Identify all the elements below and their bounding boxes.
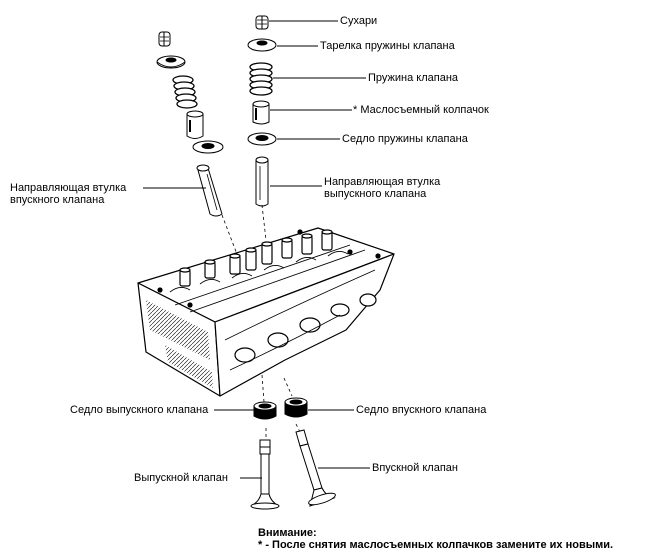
label-exhaust-valve: Выпускной клапан [134,472,228,484]
label-intake-valve: Впускной клапан [372,462,458,474]
label-intake-guide-1: Направляющая втулка [10,182,127,194]
label-spring-seat: Седло пружины клапана [342,133,468,145]
label-valve-seal: * Маслосъемный колпачок [353,104,489,116]
label-exhaust-guide-1: Направляющая втулка [324,176,441,188]
exhaust-valve [250,439,280,510]
label-keepers: Сухари [340,15,378,27]
cylinder-head [137,227,395,397]
leader-lines [143,20,370,479]
intake-valve-spring [172,75,198,109]
exhaust-valve-seal [252,100,270,125]
label-exhaust-guide-2: выпускного клапана [324,188,427,200]
exhaust-spring-retainer [247,38,277,52]
intake-valve [295,429,336,507]
intake-valve-seal [186,110,204,139]
intake-keepers [158,31,171,47]
label-intake-guide-2: впускного клапана [10,194,105,206]
intake-valve-seat [284,397,308,418]
intake-spring-retainer [156,55,186,69]
label-exhaust-seat: Седло выпускного клапана [70,404,209,416]
intake-spring-seat [192,140,224,154]
label-spring-retainer: Тарелка пружины клапана [320,40,455,52]
label-valve-spring: Пружина клапана [368,72,459,84]
exhaust-valve-guide [255,156,269,207]
note-text: * - После снятия маслосъемных колпачков … [258,539,614,551]
exhaust-keepers [255,15,269,30]
exhaust-spring-seat [247,132,277,146]
exhaust-valve-spring [249,62,273,96]
label-intake-seat: Седло впускного клапана [356,404,487,416]
exhaust-valve-seat [253,401,277,420]
intake-valve-guide [196,164,223,217]
note-title: Внимание: [258,527,317,539]
